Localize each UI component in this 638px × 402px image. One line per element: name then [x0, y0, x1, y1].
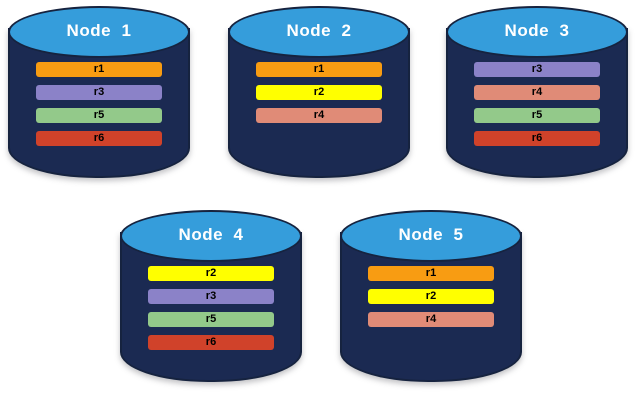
replica-item[interactable]: r2 [256, 85, 382, 100]
replica-item[interactable]: r4 [474, 85, 600, 100]
replica-item[interactable]: r5 [474, 108, 600, 123]
replica-item[interactable]: r3 [36, 85, 162, 100]
replica-item[interactable]: r4 [256, 108, 382, 123]
cylinder-top-ellipse [120, 210, 302, 262]
cylinder-top-ellipse [8, 6, 190, 58]
replica-list: r1 r3 r5 r6 [36, 62, 162, 146]
replica-list: r1 r2 r4 [368, 266, 494, 327]
replica-list: r3 r4 r5 r6 [474, 62, 600, 146]
database-node-1[interactable]: Node 1 r1 r3 r5 r6 [8, 6, 190, 186]
replica-list: r2 r3 r5 r6 [148, 266, 274, 350]
replica-item[interactable]: r2 [148, 266, 274, 281]
node-title: Node 5 [398, 225, 464, 244]
node-title: Node 2 [286, 21, 352, 40]
replica-item[interactable]: r6 [148, 335, 274, 350]
cylinder-body [446, 28, 628, 178]
database-node-4[interactable]: Node 4 r2 r3 r5 r6 [120, 210, 302, 390]
cylinder-top-ellipse [446, 6, 628, 58]
node-title: Node 3 [504, 21, 570, 40]
replica-item[interactable]: r1 [368, 266, 494, 281]
replica-item[interactable]: r1 [36, 62, 162, 77]
node-title: Node 4 [178, 225, 244, 244]
cylinder-top-ellipse [340, 210, 522, 262]
replica-item[interactable]: r6 [474, 131, 600, 146]
replica-item[interactable]: r3 [148, 289, 274, 304]
replica-item[interactable]: r5 [36, 108, 162, 123]
database-node-2[interactable]: Node 2 r1 r2 r4 [228, 6, 410, 186]
replica-item[interactable]: r4 [368, 312, 494, 327]
node-title: Node 1 [66, 21, 132, 40]
replica-item[interactable]: r3 [474, 62, 600, 77]
database-node-3[interactable]: Node 3 r3 r4 r5 r6 [446, 6, 628, 186]
replica-item[interactable]: r1 [256, 62, 382, 77]
replica-item[interactable]: r6 [36, 131, 162, 146]
replica-item[interactable]: r5 [148, 312, 274, 327]
cylinder-top-ellipse [228, 6, 410, 58]
database-node-5[interactable]: Node 5 r1 r2 r4 [340, 210, 522, 390]
replica-list: r1 r2 r4 [256, 62, 382, 123]
replica-item[interactable]: r2 [368, 289, 494, 304]
